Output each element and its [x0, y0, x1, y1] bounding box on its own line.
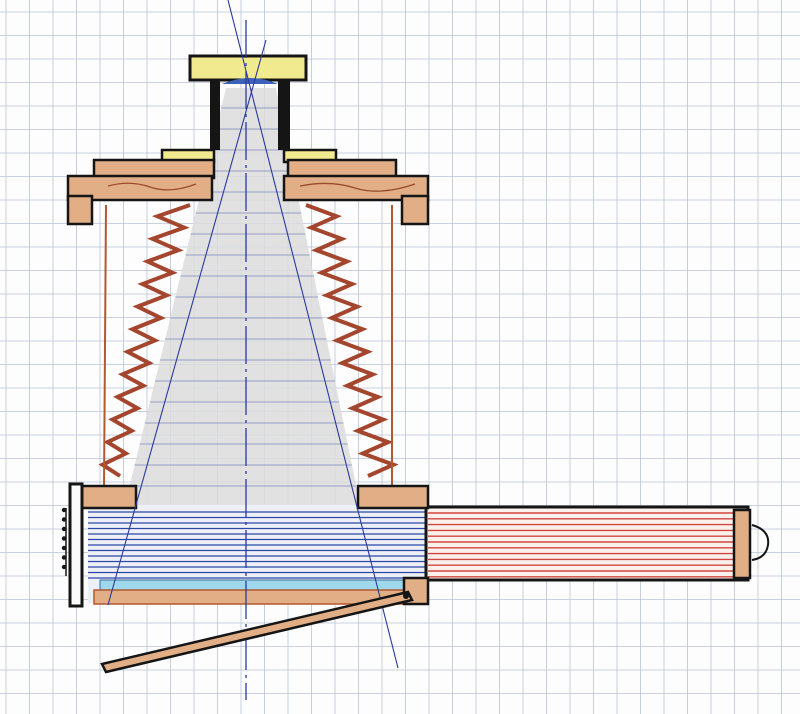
strut-bar [100, 590, 414, 674]
optical-axis [107, 0, 399, 700]
hinge-rivet [61, 564, 67, 570]
light-cone-fill [125, 88, 360, 505]
sight-line-right [227, 0, 399, 669]
strut-pivot [403, 593, 409, 599]
sight-line-left [107, 39, 267, 606]
bellows-left-fold [98, 203, 191, 478]
ground-glass [99, 579, 419, 591]
dark-slide-pull-tab [751, 524, 770, 561]
front-board-right-lip [400, 194, 430, 226]
lens-barrel-right [278, 80, 290, 150]
rear-frame-left-side [68, 482, 84, 608]
hinge-rivet [61, 545, 67, 551]
front-board-left-lip [66, 194, 94, 226]
lens-barrel-left [210, 80, 220, 150]
lens-glass [222, 78, 278, 84]
wood-grain-right [299, 182, 416, 192]
dark-slide-body [424, 505, 750, 582]
front-standard [66, 158, 430, 226]
rear-block-right [356, 484, 430, 510]
dark-slide [424, 505, 770, 582]
lens-cap-plate [188, 54, 308, 82]
bellows [98, 203, 399, 478]
hinge-rivet [61, 536, 67, 541]
rear-block-left [80, 484, 138, 510]
dark-slide-lines [428, 512, 734, 578]
film-back-lines [88, 511, 426, 579]
support-strut [100, 590, 414, 674]
bellows-right-fold [305, 203, 399, 478]
hinge-rivet [61, 555, 67, 560]
hinge-rivet [61, 517, 67, 522]
hinge-rivet [61, 526, 67, 532]
dark-slide-end-cap [732, 508, 752, 580]
left-rod [103, 204, 107, 489]
hinge-rivets [61, 507, 67, 576]
wood-grain-left [107, 182, 197, 191]
rear-standard [61, 482, 430, 608]
film-back [88, 505, 426, 605]
hinge-rivet [61, 507, 67, 513]
